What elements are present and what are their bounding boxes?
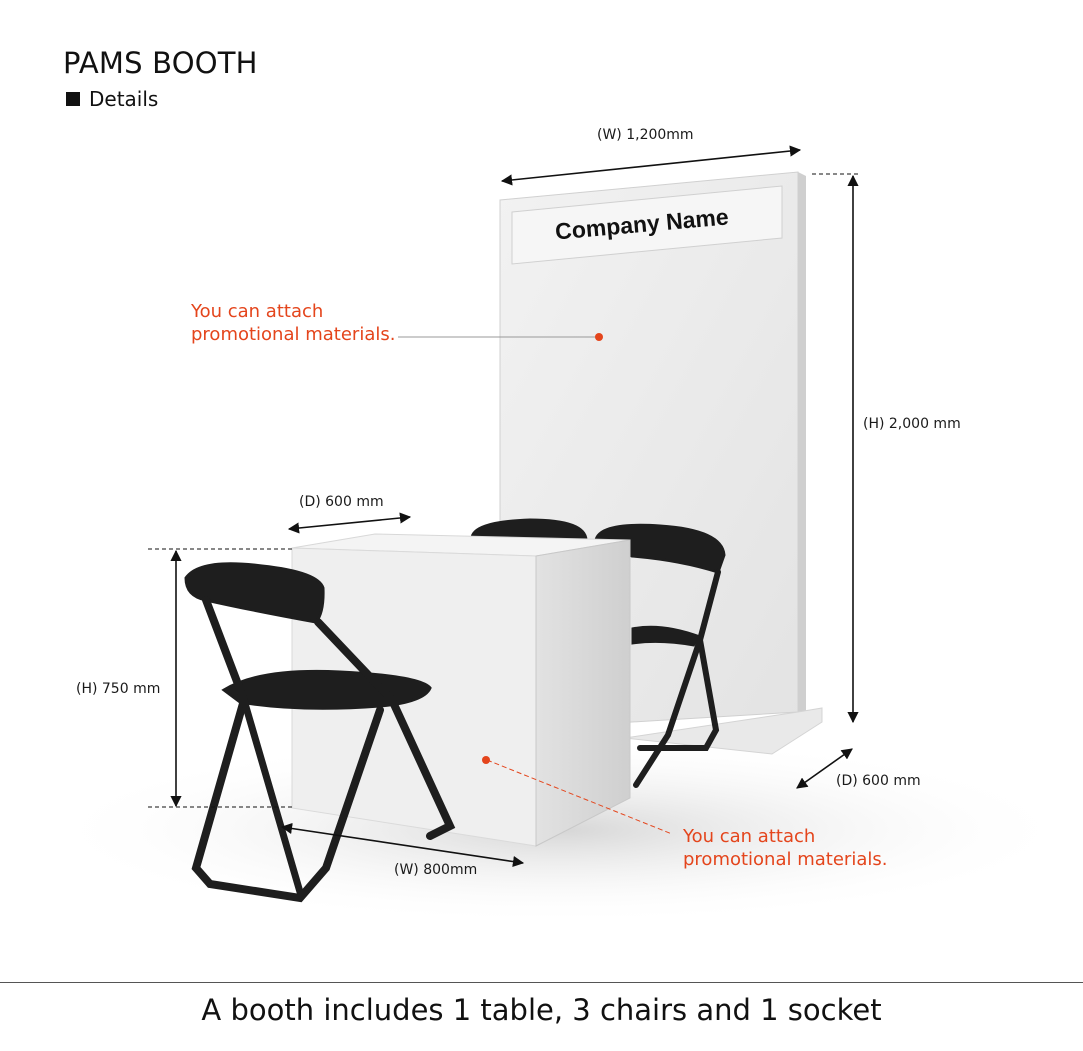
table-callout-dot: [482, 756, 490, 764]
footer-summary: A booth includes 1 table, 3 chairs and 1…: [201, 993, 882, 1027]
panel-depth-label: (D) 600 mm: [836, 773, 921, 789]
panel-depth-arrow: [796, 748, 853, 789]
table-note-line1: You can attach: [683, 826, 816, 847]
chair-front: [184, 562, 456, 903]
panel-note-line2: promotional materials.: [191, 324, 396, 345]
panel-height-label: (H) 2,000 mm: [863, 416, 961, 432]
panel-note-line1: You can attach: [191, 301, 324, 322]
table-width-arrow: [280, 822, 525, 868]
table-depth-label: (D) 600 mm: [299, 494, 384, 510]
back-panel: [499, 171, 823, 755]
table-depth-arrow: [287, 512, 412, 534]
table-note-line2: promotional materials.: [683, 849, 888, 870]
company-sign-board: [511, 185, 783, 265]
table-width-label: (W) 800mm: [394, 862, 478, 878]
section-subtitle: Details: [66, 87, 158, 111]
panel-width-arrow: [500, 145, 802, 186]
table-height-label: (H) 750 mm: [76, 681, 161, 697]
panel-promo-note: You can attach promotional materials.: [191, 300, 395, 346]
panel-callout-dot: [595, 333, 603, 341]
subtitle-text: Details: [89, 87, 159, 111]
table-promo-note: You can attach promotional materials.: [683, 825, 887, 871]
panel-width-label: (W) 1,200mm: [597, 127, 694, 143]
chair-back-right: [594, 523, 726, 788]
dimension-lines: [148, 145, 859, 868]
callout-leaders: [398, 333, 673, 835]
square-bullet-icon: [66, 92, 80, 106]
page-title: PAMS BOOTH: [63, 46, 258, 80]
footer-divider: [0, 982, 1083, 983]
chair-back-left: [470, 518, 588, 542]
